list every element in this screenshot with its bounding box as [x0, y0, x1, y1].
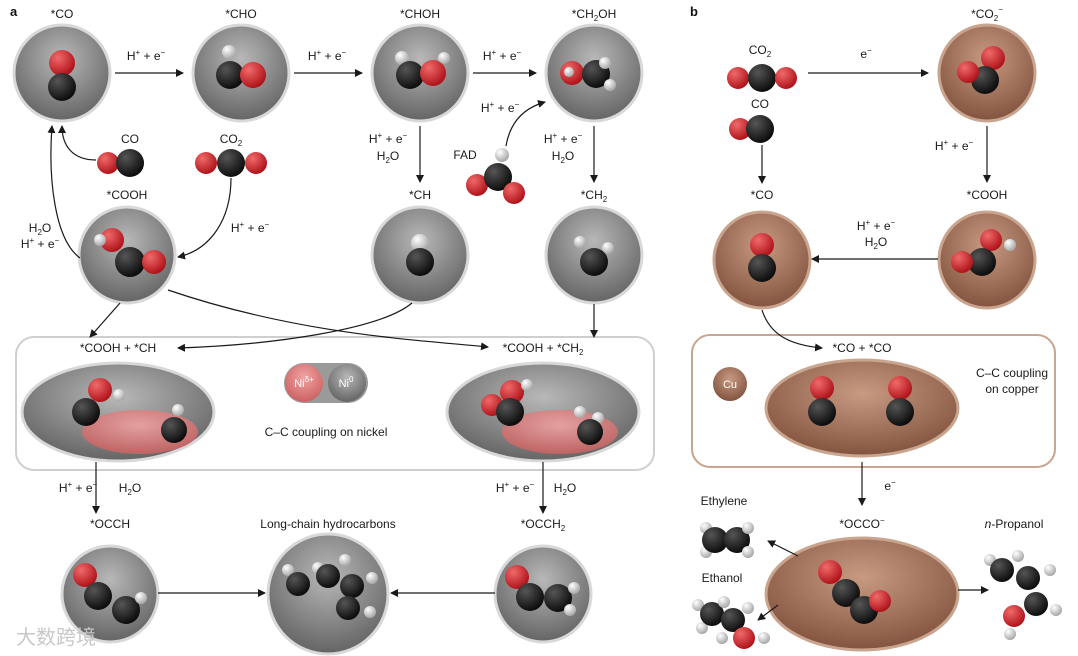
- label-choh: *CHOH: [400, 7, 440, 21]
- arrow-fad-to-ch2oh: [505, 100, 546, 147]
- surface-co: [12, 23, 112, 123]
- arrow-to-ethylene: [767, 540, 799, 557]
- label-propanol: n-Propanol: [985, 517, 1044, 531]
- step-label-co2: H+ + e−: [231, 220, 270, 235]
- surface-occh: [60, 544, 160, 644]
- arrow-ch-to-cooh-ch: [177, 302, 413, 352]
- arrow-cooh-to-cooh-ch2: [167, 289, 489, 351]
- step-label-choh-he: H+ + e−: [369, 131, 408, 146]
- co2-molecule: [195, 149, 267, 177]
- arrow-cooh-to-cooh-ch: [89, 302, 121, 338]
- step-label-occh2-h2o: H2O: [554, 481, 576, 497]
- copper-coupling-title-1: C–C coupling: [976, 366, 1048, 380]
- label-ethanol: Ethanol: [702, 571, 743, 585]
- arrow-co-adsorb: [58, 125, 97, 161]
- arrow-cooh-to-co: [47, 125, 81, 259]
- step-label-cu-e: e−: [860, 46, 872, 61]
- label-fad: FAD: [453, 148, 477, 162]
- surface-cooh: [77, 205, 177, 305]
- label-cu-co2-gas: CO2: [749, 43, 772, 59]
- label-cu-co: *CO: [751, 188, 774, 202]
- label-occh: *OCCH: [90, 517, 130, 531]
- label-cu-cooh: *COOH: [967, 188, 1008, 202]
- label-cu: Cu: [723, 379, 737, 391]
- cu-co-molecule: [729, 115, 774, 143]
- surface-cu-cooh: [937, 210, 1037, 310]
- cu-atom: [713, 367, 747, 401]
- propanol-molecule: [984, 550, 1062, 640]
- step-label-cu-cooh-h2o: H2O: [865, 235, 887, 251]
- label-ni-delta: Niδ+: [294, 375, 314, 390]
- label-cooh-ch2: *COOH + *CH2: [503, 341, 584, 357]
- ni-atom-pair: [284, 363, 368, 403]
- step-label-cu-cooh-he: H+ + e−: [857, 218, 896, 233]
- step-label-occh2-he: H+ + e−: [496, 480, 535, 495]
- step-label-3: H+ + e−: [483, 48, 522, 63]
- step-label-cu-he: H+ + e−: [935, 138, 974, 153]
- step-label-1: H+ + e−: [127, 48, 166, 63]
- label-long-chain: Long-chain hydrocarbons: [260, 517, 395, 531]
- surface-co2-minus: [937, 23, 1037, 123]
- label-occo: *OCCO−: [839, 516, 885, 531]
- arrow-to-ethanol: [757, 604, 779, 621]
- label-cooh-ch: *COOH + *CH: [80, 341, 156, 355]
- surface-choh: [370, 23, 470, 123]
- surface-ch2oh: [544, 23, 644, 123]
- label-occh2: *OCCH2: [521, 517, 566, 533]
- arrow-co2-to-cooh: [177, 177, 232, 260]
- label-ch2: *CH2: [581, 188, 608, 204]
- surface-cooh-ch: [20, 361, 216, 463]
- step-label-cooh-h2o: H2O: [29, 221, 51, 237]
- step-label-ch2oh-he: H+ + e−: [544, 131, 583, 146]
- step-label-fad: H+ + e−: [481, 100, 520, 115]
- step-label-2: H+ + e−: [308, 48, 347, 63]
- label-ni-zero: Ni0: [339, 375, 354, 390]
- surface-occh2: [493, 544, 593, 644]
- step-label-cooh-he: H+ + e−: [21, 236, 60, 251]
- surface-cu-co: [712, 210, 812, 310]
- label-co2-gas: CO2: [220, 132, 243, 148]
- label-cho: *CHO: [225, 7, 256, 21]
- step-label-occh-he: H+ + e−: [59, 480, 98, 495]
- label-coco: *CO + *CO: [832, 341, 891, 355]
- label-ch2oh: *CH2OH: [572, 7, 616, 23]
- surface-coco: [764, 358, 960, 458]
- nickel-coupling-box: [15, 336, 655, 471]
- surface-occo: [764, 536, 960, 652]
- copper-coupling-title-2: on copper: [985, 382, 1038, 396]
- surface-cooh-ch2: [445, 361, 641, 463]
- copper-coupling-box: [691, 334, 1056, 468]
- label-cooh: *COOH: [107, 188, 148, 202]
- label-co: *CO: [51, 7, 74, 21]
- surface-long-chain: [266, 532, 390, 656]
- label-ch: *CH: [409, 188, 431, 202]
- arrow-co-to-coco: [761, 309, 823, 352]
- surface-ch: [370, 205, 470, 305]
- fad-molecule: [466, 148, 525, 204]
- panel-label-a: a: [10, 4, 18, 19]
- surface-ch2: [544, 205, 644, 305]
- ethanol-molecule: [692, 596, 770, 649]
- nickel-coupling-title: C–C coupling on nickel: [265, 425, 388, 439]
- label-cu-co-gas: CO: [751, 97, 769, 111]
- step-label-choh-h2o: H2O: [377, 149, 399, 165]
- step-label-cu-e2: e−: [884, 478, 896, 493]
- cu-co2-molecule: [727, 64, 797, 92]
- label-co-gas: CO: [121, 132, 139, 146]
- label-ethylene: Ethylene: [701, 494, 748, 508]
- panel-label-b: b: [690, 4, 698, 19]
- co-molecule: [97, 149, 144, 177]
- surface-cho: [191, 23, 291, 123]
- step-label-ch2oh-h2o: H2O: [552, 149, 574, 165]
- watermark: 大数跨境: [16, 625, 96, 649]
- step-label-occh-h2o: H2O: [119, 481, 141, 497]
- ethylene-molecule: [700, 522, 754, 558]
- label-co2-minus: *CO2−: [971, 5, 1003, 23]
